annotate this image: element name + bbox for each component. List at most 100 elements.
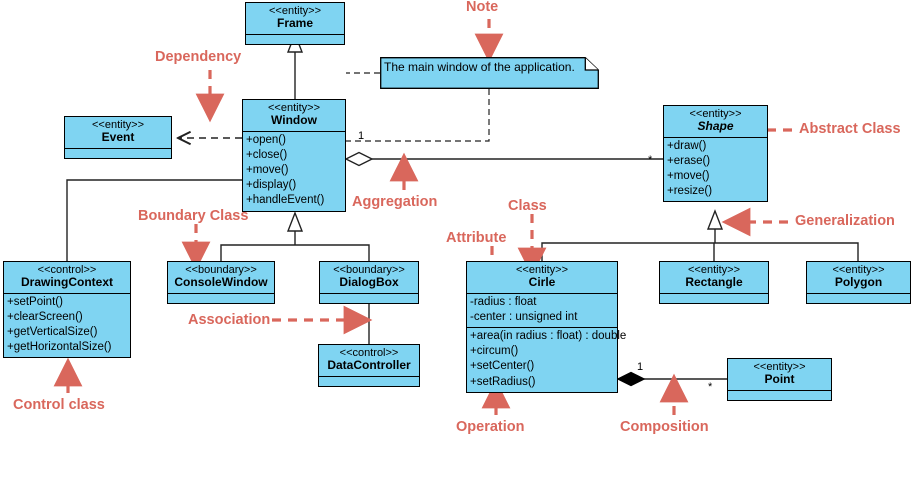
class-name: DrawingContext (20, 275, 113, 290)
annotation-label-dependency: Dependency (155, 49, 242, 65)
class-box-window[interactable]: <<entity>>Window +open() +close() +move() +d… (242, 99, 346, 212)
class-stereotype: <<entity>> (92, 119, 144, 131)
class-box-cirle[interactable]: <<entity>>Cirle-radius : float-center : … (466, 261, 627, 393)
connectors-layer (53, 19, 859, 415)
class-operations-compartment (728, 389, 831, 400)
class-attributes-compartment: -radius : float-center : unsigned int (467, 292, 617, 327)
operation-row: +move() (246, 164, 289, 177)
class-header-cirle: <<entity>>Cirle (467, 262, 617, 293)
annotation-label-operation: Operation (456, 419, 525, 435)
class-name: Point (764, 372, 795, 387)
operation-row: +close() (246, 148, 288, 161)
class-operations-compartment (246, 33, 344, 44)
class-stereotype: <<entity>> (832, 264, 885, 276)
operation-row: +getHorizontalSize() (7, 341, 112, 354)
annotation-label-composition: Composition (620, 419, 709, 435)
operation-row: +resize() (667, 185, 713, 198)
generalization-subwindows-window (220, 211, 370, 261)
operation-row: +display() (246, 179, 297, 192)
class-stereotype: <<entity>> (688, 264, 740, 276)
class-box-dialogbox[interactable]: <<boundary>>DialogBox (319, 261, 419, 304)
multiplicity-label: 1 (637, 361, 644, 373)
class-stereotype: <<control>> (339, 347, 399, 359)
note-text: The main window of the application. (384, 60, 575, 74)
operation-row: +setRadius() (470, 375, 536, 388)
class-header-point: <<entity>>Point (728, 359, 831, 390)
class-operations-compartment: +setPoint() +clearScreen() +getVerticalSiz… (4, 292, 130, 358)
operation-row: +circum() (470, 345, 519, 358)
aggregation-window-shape (344, 151, 663, 167)
class-name: Event (101, 130, 135, 145)
composition-cirle-point (616, 371, 727, 387)
class-box-shape[interactable]: <<entity>>Shape +draw() +erase() +move() +re… (663, 105, 768, 203)
class-box-datacontroller[interactable]: <<control>>DataController (318, 344, 420, 387)
class-stereotype: <<entity>> (753, 361, 806, 373)
class-box-rectangle[interactable]: <<entity>>Rectangle (659, 261, 769, 304)
operation-row: +draw() (667, 139, 707, 152)
class-operations-compartment: +draw() +erase() +move() +resize() (664, 136, 767, 202)
annotation-label-association: Association (188, 312, 271, 328)
operation-row: +clearScreen() (7, 310, 83, 323)
class-header-shape: <<entity>>Shape (664, 106, 767, 137)
class-box-frame[interactable]: <<entity>>Frame (245, 2, 345, 45)
multiplicity-label: * (708, 381, 713, 393)
class-header-frame: <<entity>>Frame (246, 3, 344, 34)
class-name: DialogBox (339, 275, 399, 290)
class-operations-compartment: +open() +close() +move() +display() +handleE… (243, 130, 345, 211)
class-header-dialogbox: <<boundary>>DialogBox (320, 262, 418, 293)
note-anchor-line (346, 72, 490, 142)
class-header-window: <<entity>>Window (243, 100, 345, 131)
class-stereotype: <<entity>> (516, 264, 568, 276)
operation-row: +erase() (667, 154, 711, 167)
class-name: Window (271, 113, 317, 128)
multiplicity-label: 1 (358, 130, 365, 142)
class-name: Cirle (528, 275, 556, 290)
class-name: ConsoleWindow (174, 275, 268, 290)
operation-row: +setCenter() (470, 360, 535, 373)
class-box-polygon[interactable]: <<entity>>Polygon (806, 261, 911, 304)
class-header-consolewindow: <<boundary>>ConsoleWindow (168, 262, 274, 293)
class-header-drawingcontext: <<control>>DrawingContext (4, 262, 130, 293)
operation-row: +area(in radius : float) : double (470, 330, 627, 343)
class-header-datacontroller: <<control>>DataController (319, 345, 419, 376)
class-name: Shape (697, 119, 734, 134)
operation-row: +handleEvent() (246, 194, 325, 207)
class-box-event[interactable]: <<entity>>Event (64, 116, 172, 159)
annotation-label-class: Class (508, 198, 547, 214)
class-box-consolewindow[interactable]: <<boundary>>ConsoleWindow (167, 261, 275, 304)
annotation-label-boundary-class: Boundary Class (138, 208, 249, 224)
class-box-point[interactable]: <<entity>>Point (727, 358, 832, 401)
class-box-drawingcontext[interactable]: <<control>>DrawingContext +setPoint() +cle… (3, 261, 131, 359)
attribute-row: -center : unsigned int (470, 310, 578, 323)
annotation-label-control-class: Control class (13, 397, 105, 413)
class-header-event: <<entity>>Event (65, 117, 171, 148)
class-name: Frame (276, 16, 314, 31)
class-name: Rectangle (685, 275, 743, 290)
class-stereotype: <<boundary>> (185, 264, 257, 276)
operation-row: +open() (246, 133, 286, 146)
annotation-label-note: Note (466, 0, 499, 15)
annotation-pointers (53, 19, 792, 415)
class-header-polygon: <<entity>>Polygon (807, 262, 910, 293)
annotation-label-abstract-class: Abstract Class (799, 121, 901, 137)
class-stereotype: <<entity>> (268, 102, 320, 114)
class-operations-compartment (807, 292, 910, 303)
class-stereotype: <<entity>> (689, 108, 742, 120)
operation-row: +getVerticalSize() (7, 326, 98, 339)
class-name: DataController (327, 358, 411, 373)
class-operations-compartment: +area(in radius : float) : double +circum… (467, 327, 627, 392)
class-stereotype: <<boundary>> (333, 264, 405, 276)
annotation-label-generalization: Generalization (795, 213, 895, 229)
operation-row: +move() (667, 170, 710, 183)
class-stereotype: <<control>> (37, 264, 97, 276)
annotation-label-aggregation: Aggregation (352, 194, 438, 210)
class-header-rectangle: <<entity>>Rectangle (660, 262, 768, 293)
class-name: Polygon (834, 275, 883, 290)
annotation-label-attribute: Attribute (446, 230, 507, 246)
association-drawingcontext-window (66, 179, 242, 261)
operation-row: +setPoint() (7, 295, 63, 308)
class-operations-compartment (319, 375, 419, 386)
class-operations-compartment (660, 292, 768, 303)
class-operations-compartment (168, 292, 274, 303)
note-shape (380, 57, 599, 89)
